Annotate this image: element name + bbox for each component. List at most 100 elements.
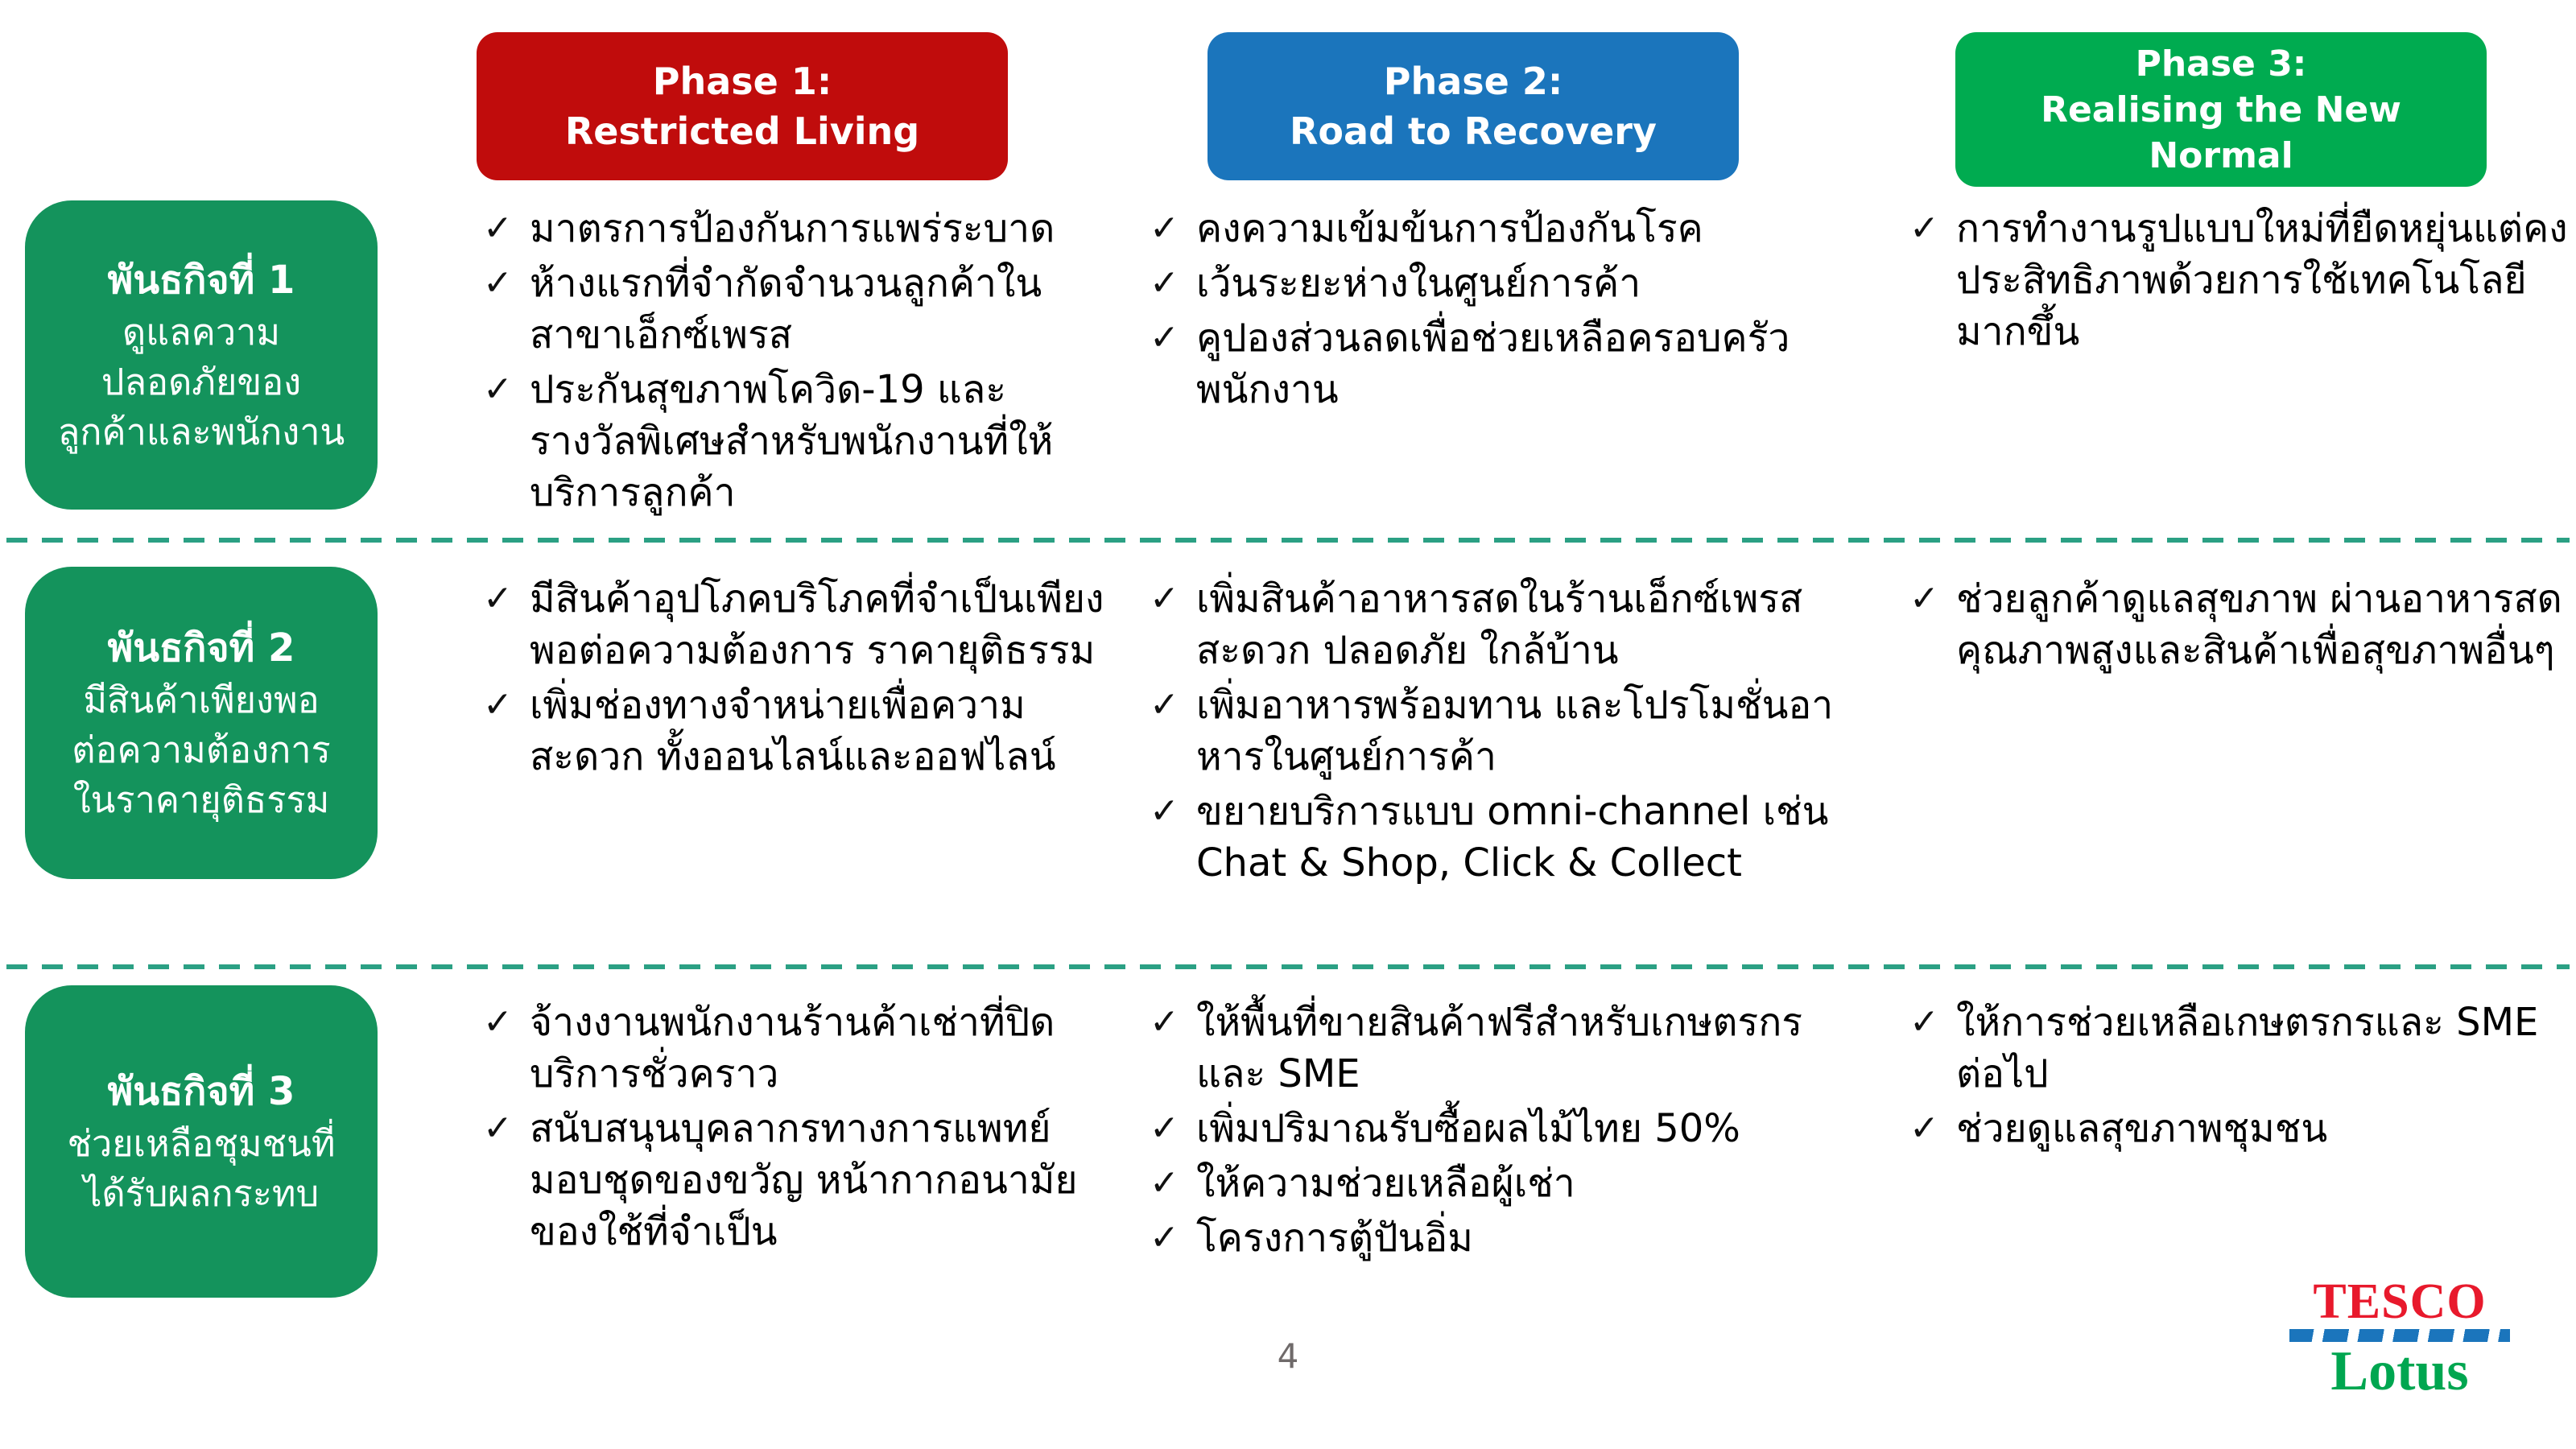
mission-2-line: ต่อความต้องการ (72, 729, 331, 771)
mission-3-box: พันธกิจที่ 3 ช่วยเหลือชุมชนที่ ได้รับผลก… (25, 985, 378, 1298)
cell-mission1-phase2: ✓ คงความเข้มข้นการป้องกันโรค ✓ เว้นระยะห่าง… (1150, 203, 1862, 419)
checklist-item: ✓ เพิ่มช่องทางจำหน่ายเพื่อความสะดวก ทั้งอ… (483, 679, 1111, 782)
checklist: ✓มีสินค้าอุปโภคบริโภคที่จำเป็นเพียงพอต่อ… (483, 573, 1111, 782)
checklist-item-text: สนับสนุนบุคลากรทางการแพทย์ มอบชุดของขวัญ… (530, 1106, 1078, 1254)
checkmark-icon: ✓ (1150, 262, 1179, 303)
checklist-item: ✓ ช่วยดูแลสุขภาพชุมชน (1909, 1103, 2570, 1154)
phase-1-title-line: Restricted Living (564, 109, 920, 153)
checklist-item-text: เพิ่มปริมาณรับซื้อผลไม้ไทย 50% (1196, 1106, 1740, 1151)
tesco-logo-text: TESCO (2313, 1274, 2487, 1329)
cell-mission2-phase2: ✓ เพิ่มสินค้าอาหารสดในร้านเอ็กซ์เพรส สะดว… (1150, 573, 1862, 892)
checkmark-icon: ✓ (1150, 1217, 1179, 1258)
checklist-item: ✓ คงความเข้มข้นการป้องกันโรค (1150, 203, 1862, 254)
checklist-item: ✓ ให้ความช่วยเหลือผู้เช่า (1150, 1158, 1862, 1209)
checklist-item-text: เพิ่มสินค้าอาหารสดในร้านเอ็กซ์เพรส สะดวก… (1196, 576, 1803, 673)
checkmark-icon: ✓ (483, 1001, 513, 1042)
checkmark-icon: ✓ (1909, 1108, 1939, 1149)
checkmark-icon: ✓ (483, 369, 513, 410)
mission-1-line: ปลอดภัยของ (101, 361, 302, 403)
checklist-item-text: ให้พื้นที่ขายสินค้าฟรีสำหรับเกษตรกรและ S… (1196, 1000, 1803, 1096)
checkmark-icon: ✓ (1909, 1001, 1939, 1042)
phase-2-header: Phase 2: Road to Recovery (1208, 32, 1739, 180)
mission-3-line: ได้รับผลกระทบ (83, 1172, 320, 1215)
checklist-item: ✓ ประกันสุขภาพโควิด-19 และรางวัลพิเศษสำหร… (483, 364, 1111, 518)
cell-mission3-phase1: ✓ จ้างงานพนักงานร้านค้าเช่าที่ปิดบริการชั… (483, 997, 1111, 1261)
checklist-item-text: ช่วยดูแลสุขภาพชุมชน (1956, 1106, 2328, 1151)
tesco-lotus-logo: TESCO Lotus (2285, 1274, 2515, 1402)
cell-mission1-phase1: ✓ มาตรการป้องกันการแพร่ระบาด ✓ ห้างแรกที่จำ… (483, 203, 1111, 522)
checklist-item: ✓เพิ่มอาหารพร้อมทาน และโปรโมชั่นอาหารในศ… (1150, 679, 1862, 782)
checkmark-icon: ✓ (1150, 791, 1179, 832)
mission-1-line: ดูแลความ (122, 311, 281, 353)
checkmark-icon: ✓ (1150, 208, 1179, 249)
checklist-item: ✓ขยายบริการแบบ omni-channel เช่น Chat & … (1150, 786, 1862, 889)
cell-mission2-phase3: ✓ ช่วยลูกค้าดูแลสุขภาพ ผ่านอาหารสดคุณภาพส… (1909, 573, 2570, 679)
checkmark-icon: ✓ (483, 684, 513, 725)
checklist-item-text: ประกันสุขภาพโควิด-19 และรางวัลพิเศษสำหรั… (530, 367, 1054, 515)
checklist-item: ✓มีสินค้าอุปโภคบริโภคที่จำเป็นเพียงพอต่อ… (483, 573, 1111, 676)
page-number: 4 (1277, 1336, 1299, 1376)
checklist-item-text: เพิ่มอาหารพร้อมทาน และโปรโมชั่นอาหารในศู… (1196, 683, 1834, 779)
checkmark-icon: ✓ (1150, 1001, 1179, 1042)
cell-mission3-phase2: ✓ ให้พื้นที่ขายสินค้าฟรีสำหรับเกษตรกรและ … (1150, 997, 1862, 1267)
checklist-item: ✓การทำงานรูปแบบใหม่ที่ยืดหยุ่นแต่คงประสิ… (1909, 203, 2570, 357)
checklist-item-text: ช่วยลูกค้าดูแลสุขภาพ ผ่านอาหารสดคุณภาพสู… (1956, 576, 2562, 673)
checkmark-icon: ✓ (1150, 1162, 1179, 1203)
phase-2-title-line: Road to Recovery (1290, 109, 1657, 153)
phase-3-title-line: Realising the New (2041, 89, 2401, 130)
checkmark-icon: ✓ (1909, 578, 1939, 619)
mission-3-title: พันธกิจที่ 3 (107, 1069, 295, 1114)
checklist-item: ✓ มาตรการป้องกันการแพร่ระบาด (483, 203, 1111, 254)
phase-3-title-line: Phase 3: (2135, 43, 2307, 85)
checklist: ✓ มาตรการป้องกันการแพร่ระบาด ✓ ห้างแรกที่จำ… (483, 203, 1111, 518)
lotus-logo-text: Lotus (2330, 1340, 2469, 1402)
checklist-item-text: ให้ความช่วยเหลือผู้เช่า (1196, 1161, 1575, 1206)
checklist: ✓ ช่วยลูกค้าดูแลสุขภาพ ผ่านอาหารสดคุณภาพส… (1909, 573, 2570, 676)
checkmark-icon: ✓ (483, 262, 513, 303)
mission-1-box: พันธกิจที่ 1 ดูแลความ ปลอดภัยของ ลูกค้าแ… (25, 200, 378, 510)
checkmark-icon: ✓ (483, 1108, 513, 1149)
mission-2-line: ในราคายุติธรรม (72, 778, 330, 821)
checklist: ✓ ให้การช่วยเหลือเกษตรกรและ SME ต่อไป ✓ ช่ว… (1909, 997, 2570, 1154)
mission-3-line: ช่วยเหลือชุมชนที่ (67, 1122, 336, 1165)
phase-1-header: Phase 1: Restricted Living (477, 32, 1008, 180)
checklist-item-text: ให้การช่วยเหลือเกษตรกรและ SME ต่อไป (1956, 1000, 2539, 1096)
checklist: ✓ จ้างงานพนักงานร้านค้าเช่าที่ปิดบริการชั… (483, 997, 1111, 1257)
mission-2-line: มีสินค้าเพียงพอ (83, 679, 320, 721)
checklist-item: ✓ สนับสนุนบุคลากรทางการแพทย์ มอบชุดของขวั… (483, 1103, 1111, 1257)
checkmark-icon: ✓ (1150, 1108, 1179, 1149)
checklist-item-text: จ้างงานพนักงานร้านค้าเช่าที่ปิดบริการชั่… (530, 1000, 1055, 1096)
checklist-item: ✓ จ้างงานพนักงานร้านค้าเช่าที่ปิดบริการชั… (483, 997, 1111, 1100)
checklist-item: ✓ เพิ่มปริมาณรับซื้อผลไม้ไทย 50% (1150, 1103, 1862, 1154)
mission-2-title: พันธกิจที่ 2 (107, 625, 295, 671)
checklist-item-text: มาตรการป้องกันการแพร่ระบาด (530, 206, 1055, 251)
checklist-item-text: โครงการตู้ปันอิ่ม (1196, 1216, 1473, 1261)
phase-3-title-line: Normal (2149, 134, 2293, 176)
row-divider (6, 964, 2570, 969)
checklist-item: ✓คูปองส่วนลดเพื่อช่วยเหลือครอบครัวพนักงา… (1150, 312, 1862, 415)
phase-2-title-line: Phase 2: (1383, 60, 1563, 103)
checklist: ✓การทำงานรูปแบบใหม่ที่ยืดหยุ่นแต่คงประสิ… (1909, 203, 2570, 357)
phase-3-header: Phase 3: Realising the New Normal (1955, 32, 2487, 187)
checkmark-icon: ✓ (483, 208, 513, 249)
checkmark-icon: ✓ (483, 578, 513, 619)
checklist-item-text: ห้างแรกที่จำกัดจำนวนลูกค้าในสาขาเอ็กซ์เพ… (530, 261, 1042, 357)
row-divider (6, 538, 2570, 543)
checklist: ✓ คงความเข้มข้นการป้องกันโรค ✓ เว้นระยะห่าง… (1150, 203, 1862, 415)
checklist-item: ✓ ให้การช่วยเหลือเกษตรกรและ SME ต่อไป (1909, 997, 2570, 1100)
checklist-item: ✓ ช่วยลูกค้าดูแลสุขภาพ ผ่านอาหารสดคุณภาพส… (1909, 573, 2570, 676)
checklist-item-text: การทำงานรูปแบบใหม่ที่ยืดหยุ่นแต่คงประสิท… (1956, 206, 2568, 354)
checklist-item-text: คงความเข้มข้นการป้องกันโรค (1196, 206, 1703, 251)
checklist-item: ✓ ห้างแรกที่จำกัดจำนวนลูกค้าในสาขาเอ็กซ์เ… (483, 258, 1111, 361)
mission-1-line: ลูกค้าและพนักงาน (57, 411, 345, 453)
mission-1-title: พันธกิจที่ 1 (107, 258, 295, 303)
tesco-dashed-stripe-icon (2289, 1329, 2510, 1342)
checkmark-icon: ✓ (1150, 317, 1179, 358)
checklist-item-text: เว้นระยะห่างในศูนย์การค้า (1196, 261, 1641, 306)
checklist-item: ✓ ให้พื้นที่ขายสินค้าฟรีสำหรับเกษตรกรและ … (1150, 997, 1862, 1100)
phase-1-title-line: Phase 1: (652, 60, 832, 103)
checkmark-icon: ✓ (1150, 578, 1179, 619)
checklist-item-text: เพิ่มช่องทางจำหน่ายเพื่อความสะดวก ทั้งออ… (530, 683, 1056, 779)
cell-mission2-phase1: ✓มีสินค้าอุปโภคบริโภคที่จำเป็นเพียงพอต่อ… (483, 573, 1111, 786)
checklist: ✓ ให้พื้นที่ขายสินค้าฟรีสำหรับเกษตรกรและ … (1150, 997, 1862, 1264)
